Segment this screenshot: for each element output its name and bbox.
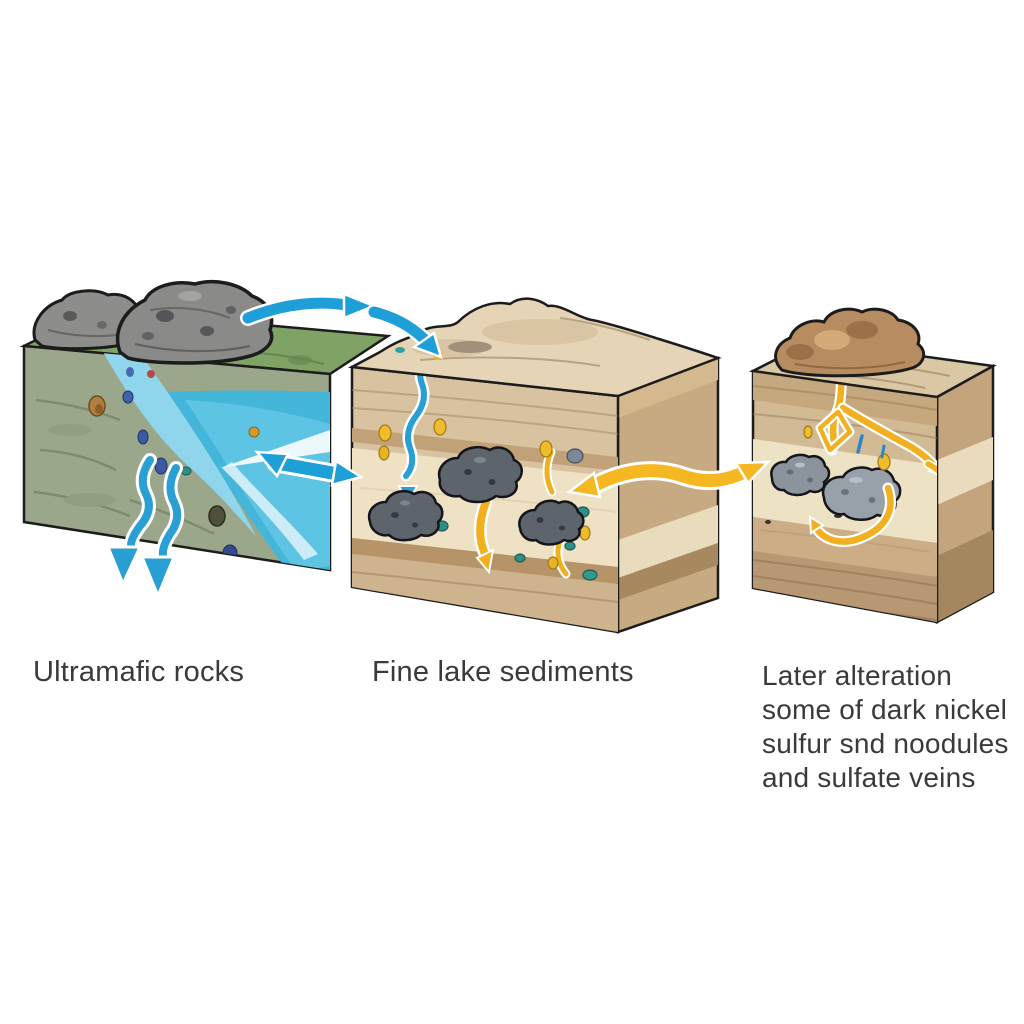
percolation-arrows	[105, 453, 185, 600]
alteration-side-cream-band	[937, 437, 993, 505]
label-later-alteration-line2: some of dark nickel	[762, 694, 1008, 725]
sulfate-exchange-arrow	[565, 460, 772, 499]
layer-bottom	[352, 554, 618, 632]
mineral-grains	[88, 367, 260, 562]
sediment-side-cream-band	[618, 505, 718, 578]
label-later-alteration-line1: Later alteration	[762, 660, 952, 691]
surface-mound	[774, 307, 926, 378]
alteration-side-dark-band	[937, 530, 993, 622]
water-exchange-arrow	[254, 450, 365, 487]
sediment-side-dark-band	[618, 543, 718, 600]
ultramafic-block	[19, 279, 392, 600]
label-later-alteration: Later alteration some of dark nickel sul…	[762, 659, 1009, 795]
water-highlight-2	[222, 462, 318, 560]
nickel-sulfide-nodules	[367, 446, 585, 546]
lake-sediment-block	[347, 297, 722, 634]
rock-texture	[33, 398, 215, 536]
label-later-alteration-line3: sulfur snd noodules	[762, 728, 1009, 759]
label-fine-lake-sediments: Fine lake sediments	[372, 656, 634, 689]
label-later-alteration-line4: and sulfate veins	[762, 762, 976, 793]
label-ultramafic-rocks: Ultramafic rocks	[33, 656, 244, 689]
boulder-large	[115, 279, 274, 365]
stream-channel	[103, 352, 256, 536]
label-ultramafic-rocks-text: Ultramafic rocks	[33, 656, 245, 688]
water-highlight-1	[220, 430, 330, 468]
surface-water-arrow	[240, 292, 443, 360]
alteration-block	[748, 307, 997, 625]
label-fine-lake-sediments-text: Fine lake sediments	[372, 656, 634, 688]
altered-nodules	[770, 453, 902, 521]
